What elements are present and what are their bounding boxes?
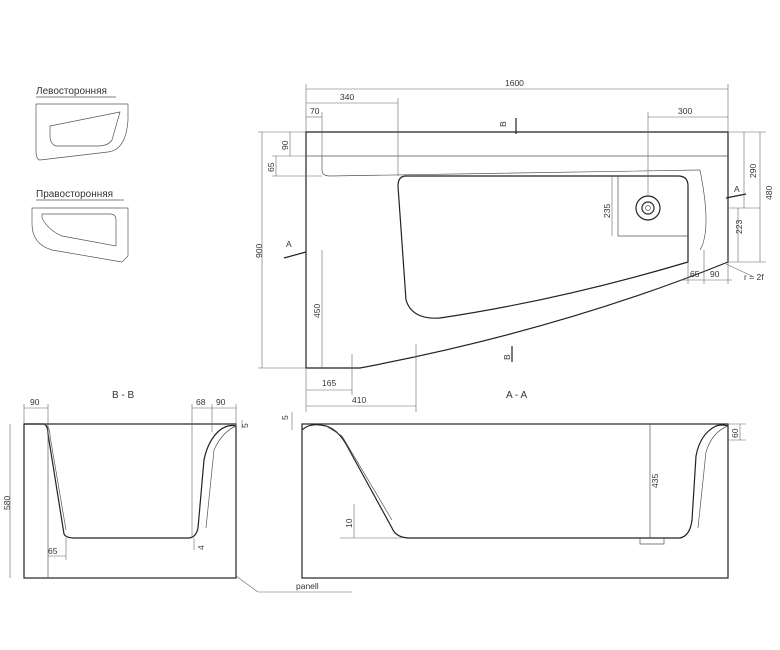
dim-290: 290 [748, 164, 758, 178]
bb-dim-90-left: 90 [30, 397, 40, 407]
dim-235: 235 [602, 204, 612, 218]
dim-900: 900 [254, 244, 264, 258]
dim-1600: 1600 [505, 78, 524, 88]
section-aa-label: A - A [506, 390, 527, 401]
top-view: A A B B 1600 340 70 300 900 90 65 [254, 78, 774, 412]
section-a-a: 5 10 435 60 panell [235, 412, 746, 593]
dim-165: 165 [322, 378, 336, 388]
drain-outer [635, 195, 661, 221]
bb-profile [24, 423, 237, 539]
marker-a-right: A [734, 184, 740, 194]
bb-dim-68: 68 [196, 397, 206, 407]
legend-left-label: Левосторонняя [36, 86, 107, 97]
legend-right-label: Правосторонняя [36, 189, 113, 200]
thumb-left-tub [35, 103, 129, 161]
bb-dim-4: 4 [196, 545, 206, 550]
legend-right-handed: Правосторонняя [31, 189, 129, 263]
dim-223: 223 [734, 220, 744, 234]
drain-inner [641, 201, 655, 215]
legend-left-handed: Левосторонняя [35, 86, 129, 161]
dim-410: 410 [352, 395, 366, 405]
section-b-b: 90 68 90 5 580 65 4 [2, 397, 250, 579]
panel-label: panell [296, 581, 319, 591]
dim-480: 480 [764, 186, 774, 200]
bb-dim-5: 5 [240, 423, 250, 428]
dim-340: 340 [340, 92, 354, 102]
dim-300: 300 [678, 106, 692, 116]
dim-radius: r = 2f [744, 272, 764, 282]
section-bb-label: B - B [112, 390, 135, 401]
dim-65-left: 65 [266, 162, 276, 172]
dim-90-bottom: 90 [710, 269, 720, 279]
aa-dim-60: 60 [730, 428, 740, 438]
thumb-right-tub [31, 207, 129, 263]
aa-profile [301, 424, 729, 539]
marker-b-bottom: B [502, 354, 512, 360]
aa-dim-435: 435 [650, 474, 660, 488]
aa-dim-10: 10 [344, 518, 354, 528]
dim-90-top: 90 [280, 140, 290, 150]
tub-outline [305, 131, 729, 369]
dim-65-bottom: 65 [690, 269, 700, 279]
dim-450: 450 [312, 304, 322, 318]
bb-dim-90-right: 90 [216, 397, 226, 407]
marker-a-left: A [286, 239, 292, 249]
marker-b-top: B [498, 121, 508, 127]
dim-70: 70 [310, 106, 320, 116]
aa-dim-5: 5 [280, 415, 290, 420]
bb-dim-65: 65 [48, 546, 58, 556]
tub-basin [397, 175, 689, 319]
bb-dim-580: 580 [2, 496, 12, 510]
